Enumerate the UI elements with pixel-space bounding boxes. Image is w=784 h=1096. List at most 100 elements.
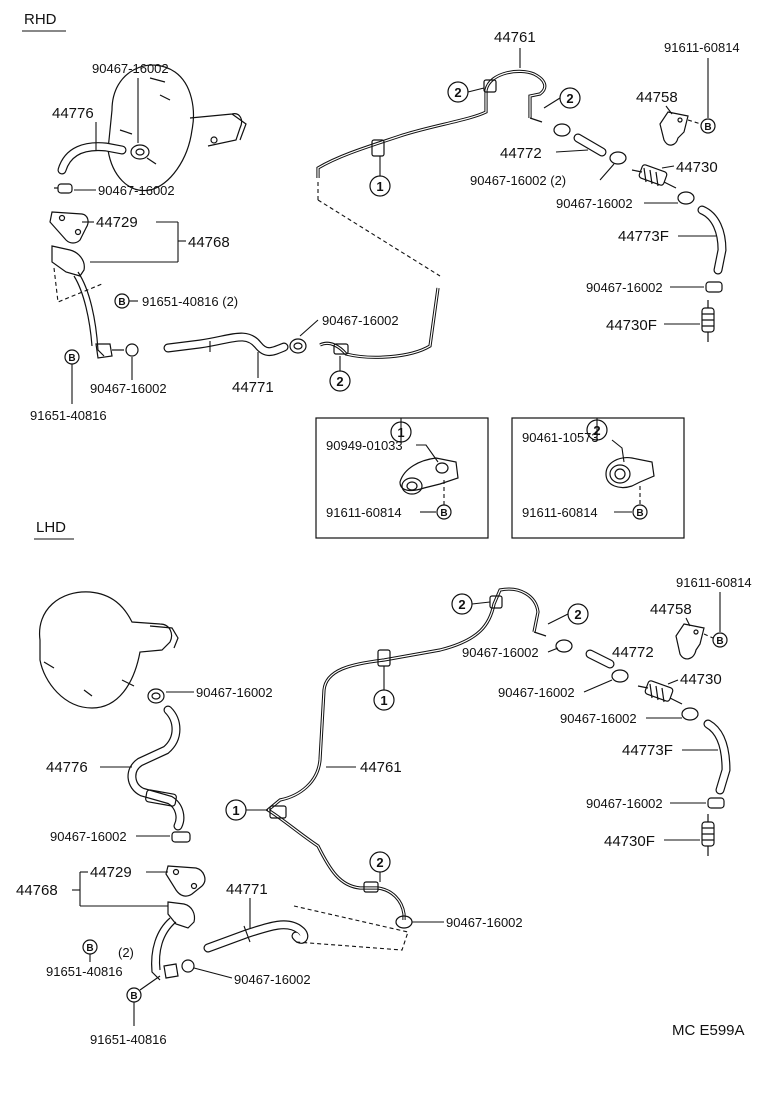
lhd-bracket-lower — [151, 901, 196, 981]
rhd-label-91611-top: 91611-60814 — [664, 40, 740, 55]
rhd-label-44773f: 44773F — [618, 228, 669, 245]
rhd-label-90467-2: 90467-16002 (2) — [470, 173, 566, 188]
svg-text:2: 2 — [458, 597, 465, 612]
lhd-clamp-booster — [147, 688, 165, 704]
rhd-bracket-lower — [51, 245, 105, 357]
rhd-pipe-44761 — [316, 69, 547, 359]
rhd-label-91651-2: 91651-40816 (2) — [142, 294, 238, 309]
lhd-callout-2-top: 2 — [451, 593, 491, 615]
lhd-label-44776: 44776 — [46, 759, 88, 776]
lhd-label-44773f: 44773F — [622, 742, 673, 759]
lhd-label-91651-2a: 91651-40816 — [46, 964, 123, 979]
svg-text:B: B — [636, 508, 643, 519]
lhd-valve-44730 — [637, 680, 683, 705]
rhd-section: RHD 90467-16002 44776 90467-16002 — [22, 11, 740, 539]
rhd-label-90467-d: 90467-16002 — [90, 381, 167, 396]
rhd-clamp-d — [95, 343, 139, 359]
svg-text:2: 2 — [566, 91, 573, 106]
svg-text:B: B — [118, 297, 125, 308]
lhd-label-90467-d: 90467-16002 — [586, 796, 663, 811]
lhd-clamp-f — [163, 959, 195, 979]
rhd-label-44730f: 44730F — [606, 317, 657, 334]
lhd-label-44771: 44771 — [226, 881, 268, 898]
rhd-clamp-pair — [553, 123, 627, 165]
lhd-label-90467-e: 90467-16002 — [50, 829, 127, 844]
lhd-label-90467-c: 90467-16002 — [560, 711, 637, 726]
rhd-label-90467-c: 90467-16002 — [98, 183, 175, 198]
rhd-detail-box-2: 2 90461-10573 91611-60814 B — [511, 417, 685, 539]
rhd-label-90467-a: 90467-16002 — [556, 196, 633, 211]
lhd-callout-2-right: 2 — [547, 603, 589, 625]
lhd-label-44772: 44772 — [612, 644, 654, 661]
rhd-detail2-b-icon — [632, 504, 648, 520]
lhd-label-44761: 44761 — [360, 759, 402, 776]
lhd-label-44730f: 44730F — [604, 833, 655, 850]
rhd-valve-44730 — [631, 164, 677, 189]
rhd-label-44771: 44771 — [232, 379, 274, 396]
rhd-callout-1: 1 — [369, 156, 391, 197]
rhd-label-91651: 91651-40816 — [30, 408, 107, 423]
lhd-label-91651-2b: (2) — [118, 945, 134, 960]
lhd-valve-44730f — [701, 814, 715, 856]
rhd-valve-44730f — [701, 300, 715, 342]
rhd-bracket-44758 — [659, 111, 689, 146]
rhd-label-44729: 44729 — [96, 214, 138, 231]
rhd-brake-booster — [107, 64, 247, 192]
rhd-clamp-booster — [130, 144, 157, 165]
rhd-label-44730: 44730 — [676, 159, 718, 176]
lhd-label-91611-top: 91611-60814 — [676, 575, 752, 590]
rhd-label-detail2-bot: 91611-60814 — [522, 505, 598, 520]
rhd-label-90467-top: 90467-16002 — [92, 61, 169, 76]
lhd-bolt-b-icon-3 — [712, 632, 728, 648]
rhd-clamp-lower — [54, 183, 73, 194]
svg-text:B: B — [716, 636, 723, 647]
lhd-label-44758: 44758 — [650, 601, 692, 618]
lhd-clamp-c2 — [681, 707, 699, 721]
rhd-detail1-clip — [399, 457, 459, 495]
svg-text:2: 2 — [574, 607, 581, 622]
lhd-clamp-c — [171, 831, 191, 843]
lhd-label-44768: 44768 — [16, 882, 58, 899]
lhd-callout-1-top: 1 — [373, 666, 395, 711]
lhd-bracket-44758 — [675, 623, 705, 660]
rhd-detail2-clip — [605, 457, 655, 489]
rhd-detail-box-1: 1 90949-01033 91611-60814 B — [315, 417, 489, 539]
rhd-callout-2-right: 2 — [543, 87, 581, 109]
lhd-clamp-d — [707, 797, 725, 809]
lhd-heading: LHD — [36, 519, 66, 536]
rhd-bracket-44729 — [49, 211, 89, 244]
rhd-label-90467-e: 90467-16002 — [322, 313, 399, 328]
rhd-label-44768: 44768 — [188, 234, 230, 251]
svg-text:B: B — [704, 122, 711, 133]
lhd-section: LHD 90467-16002 44776 90467-16002 — [16, 519, 752, 1047]
lhd-clamp-pair — [555, 639, 629, 683]
svg-text:2: 2 — [376, 855, 383, 870]
rhd-clamp-e — [289, 338, 307, 354]
svg-text:2: 2 — [336, 374, 343, 389]
rhd-label-detail2-top: 90461-10573 — [522, 430, 599, 445]
rhd-label-detail1-top: 90949-01033 — [326, 438, 403, 453]
lhd-label-44729: 44729 — [90, 864, 132, 881]
lhd-label-44730: 44730 — [680, 671, 722, 688]
rhd-label-44776: 44776 — [52, 105, 94, 122]
svg-text:2: 2 — [454, 85, 461, 100]
rhd-clamp-a — [677, 191, 695, 205]
lhd-label-90467-booster: 90467-16002 — [196, 685, 273, 700]
lhd-label-90467-b: 90467-16002 — [498, 685, 575, 700]
rhd-clamp-b — [705, 281, 723, 293]
svg-text:B: B — [440, 508, 447, 519]
svg-text:B: B — [86, 943, 93, 954]
svg-text:1: 1 — [232, 803, 239, 818]
rhd-bolt-b-icon-3 — [700, 118, 716, 134]
diagram-code: MC E599A — [672, 1022, 745, 1039]
lhd-callout-1-left: 1 — [225, 799, 268, 821]
rhd-label-90467-b: 90467-16002 — [586, 280, 663, 295]
svg-text:1: 1 — [380, 693, 387, 708]
rhd-label-44758: 44758 — [636, 89, 678, 106]
svg-text:B: B — [68, 353, 75, 364]
rhd-label-detail1-bot: 91611-60814 — [326, 505, 402, 520]
rhd-callout-2-bottom: 2 — [329, 356, 351, 392]
svg-text:1: 1 — [376, 179, 383, 194]
